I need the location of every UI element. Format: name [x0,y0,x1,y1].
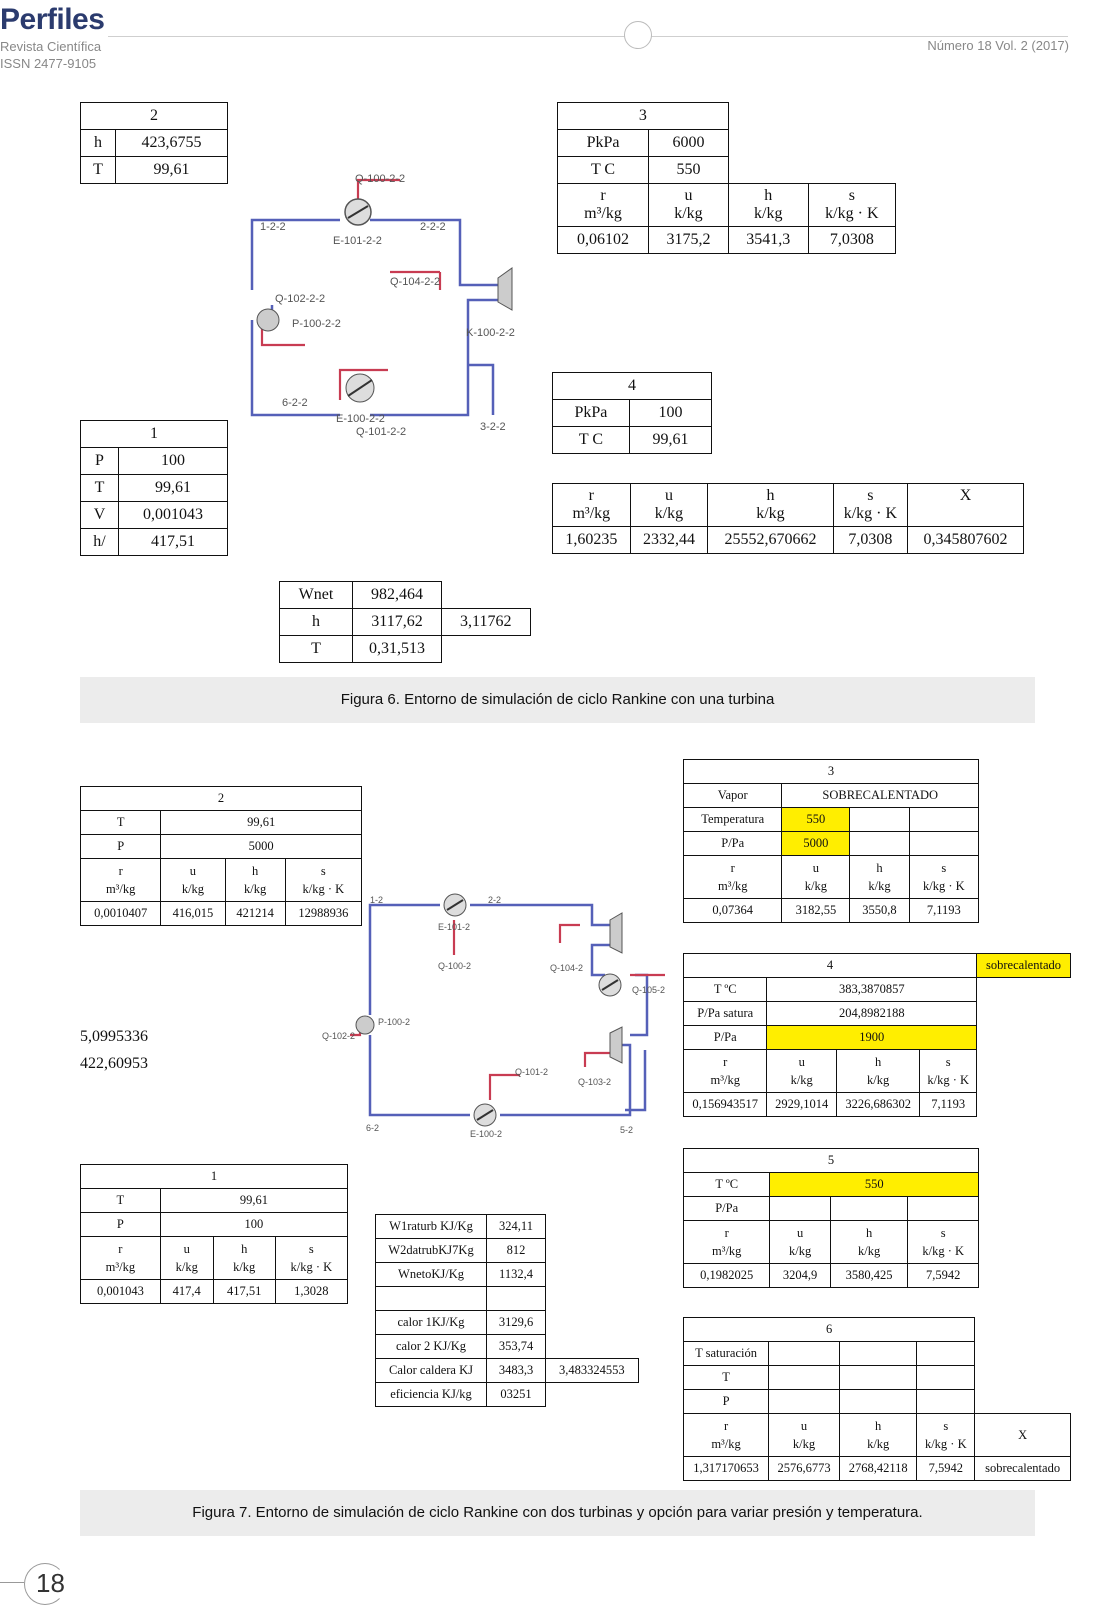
header-rule [108,36,1068,37]
turbine-icon [497,267,513,311]
pump-icon [355,1015,375,1035]
svg-text:2-2: 2-2 [488,895,501,905]
table-title: 2 [80,786,362,811]
svg-text:Q-105-2: Q-105-2 [632,985,665,995]
table-title: 5 [683,1148,979,1173]
svg-text:E-100-2-2: E-100-2-2 [336,413,385,425]
svg-text:K-100-2-2: K-100-2-2 [466,327,515,339]
journal-issn: ISSN 2477-9105 [0,56,97,71]
pump-icon [256,308,280,332]
svg-text:6-2-2: 6-2-2 [282,397,308,409]
svg-text:6-2: 6-2 [366,1123,379,1133]
svg-text:1-2: 1-2 [370,895,383,905]
svg-text:E-100-2: E-100-2 [470,1129,502,1139]
svg-text:Q-101-2: Q-101-2 [515,1067,548,1077]
fig7-process-diagram: 1-2 E-101-2 2-2 Q-100-2 Q-104-2 P-100-2 … [322,893,665,1139]
side-value-2: 422,60953 [80,1055,148,1072]
svg-text:Q-102-2: Q-102-2 [322,1031,355,1041]
svg-text:P-100-2-2: P-100-2-2 [292,318,341,330]
svg-text:1-2-2: 1-2-2 [260,221,286,233]
side-value-1: 5,0995336 [80,1028,148,1045]
page-number-ornament [24,1563,66,1605]
turbine-2-icon [609,1026,623,1064]
page-number: 18 [36,1568,65,1598]
svg-text:2-2-2: 2-2-2 [420,221,446,233]
svg-text:E-101-2-2: E-101-2-2 [333,235,382,247]
figure-7-caption: Figura 7. Entorno de simulación de ciclo… [80,1490,1035,1536]
svg-text:3-2-2: 3-2-2 [480,421,506,433]
svg-text:Q-100-2: Q-100-2 [438,961,471,971]
journal-subtitle: Revista Científica [0,39,102,54]
table-title: 3 [683,759,979,784]
svg-text:Q-102-2-2: Q-102-2-2 [275,293,325,305]
svg-text:5-2: 5-2 [620,1125,633,1135]
turbine-1-icon [609,912,623,954]
table-title: 1 [80,420,228,448]
superheated-badge: sobrecalentado [976,953,1071,978]
table-title: 1 [80,1164,348,1189]
svg-text:E-101-2: E-101-2 [438,922,470,932]
header-circle-ornament [624,21,652,49]
journal-logo: Perfiles [0,3,105,36]
svg-text:Q-104-2: Q-104-2 [550,963,583,973]
svg-text:Q-104-2-2: Q-104-2-2 [390,276,440,288]
svg-text:P-100-2: P-100-2 [378,1017,410,1027]
table-title: 2 [80,102,228,130]
table-title: 4 [682,953,978,978]
svg-text:Q-103-2: Q-103-2 [578,1077,611,1087]
issue-label: Número 18 Vol. 2 (2017) [927,38,1069,53]
fig6-process-diagram: Q-100-2-2 1-2-2 E-101-2-2 2-2-2 Q-104-2-… [250,173,515,438]
svg-text:Q-100-2-2: Q-100-2-2 [355,173,405,185]
table-title: 4 [552,372,712,400]
table-title: 3 [557,102,729,130]
svg-text:Q-101-2-2: Q-101-2-2 [356,426,406,438]
page-number-rule [0,1582,24,1583]
table-title: 6 [682,1317,976,1342]
figure-6-caption: Figura 6. Entorno de simulación de ciclo… [80,677,1035,723]
